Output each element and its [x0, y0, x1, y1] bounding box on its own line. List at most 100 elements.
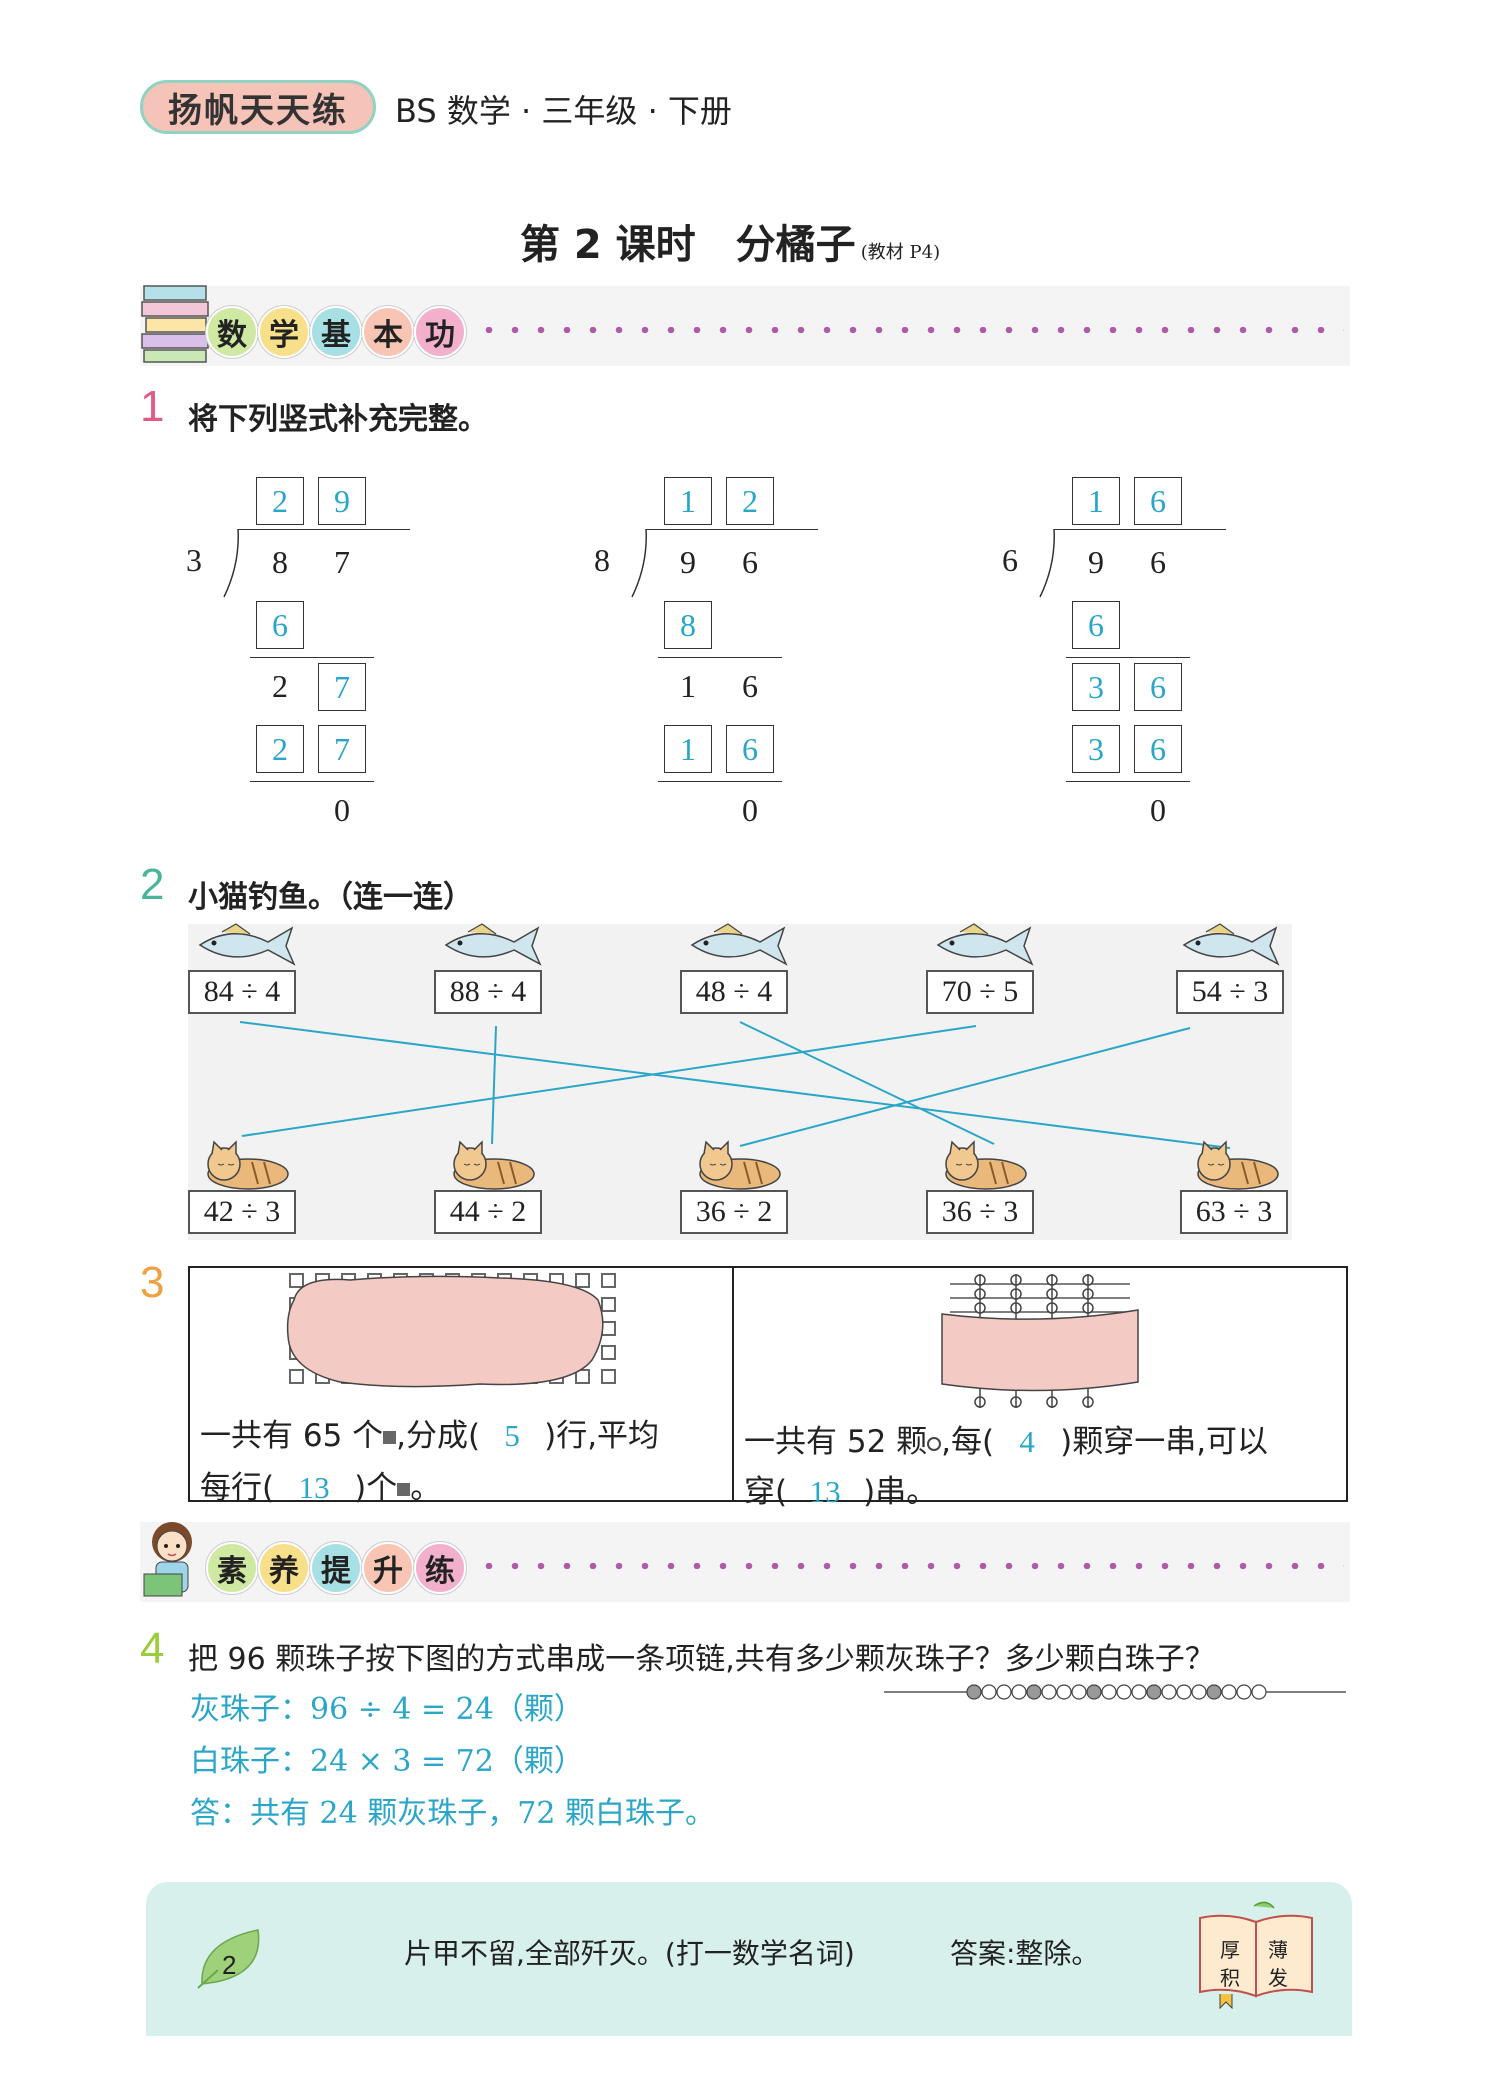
- books-icon: [141, 285, 209, 363]
- q3-table: [188, 1266, 1348, 1502]
- q3-answer-per-row[interactable]: 13: [298, 1470, 330, 1505]
- q4-number: 4: [140, 1624, 165, 1673]
- subtract-line: [250, 657, 374, 658]
- quotient-box[interactable]: 2: [726, 477, 774, 525]
- section-char-1: 数: [206, 306, 258, 358]
- q2-text: 小猫钓鱼。（连一连）: [188, 880, 473, 915]
- remainder-digit: 2: [272, 668, 288, 704]
- fish-icon: [690, 923, 788, 966]
- bead-icon: [927, 1436, 942, 1451]
- q3-answer-rows[interactable]: 5: [504, 1418, 520, 1453]
- subtract-line: [250, 781, 374, 782]
- section-char-2: 学: [258, 306, 310, 358]
- dividend-digit: 6: [1150, 544, 1166, 580]
- subtract-box[interactable]: 2: [256, 725, 304, 773]
- cat-expression[interactable]: 36 ÷ 3: [926, 1190, 1034, 1234]
- page-number: 2: [222, 1950, 237, 1980]
- final-remainder: 0: [334, 792, 350, 828]
- cat-icon: [699, 1140, 781, 1190]
- square-grid-picture: [286, 1273, 616, 1388]
- remainder-box[interactable]: 6: [1134, 663, 1182, 711]
- q3-right-line2: 穿(13)串。: [744, 1466, 937, 1511]
- subtract-line: [1066, 657, 1190, 658]
- q4-answer-line3[interactable]: 答：共有 24 颗灰珠子，72 颗白珠子。: [190, 1796, 715, 1831]
- q3-right-text: ,每(: [941, 1424, 995, 1460]
- quotient-box[interactable]: 1: [664, 477, 712, 525]
- fish-expression[interactable]: 88 ÷ 4: [434, 970, 542, 1014]
- section-dots: [476, 327, 1344, 333]
- remainder-box[interactable]: 7: [318, 663, 366, 711]
- q3-answer-per-string[interactable]: 4: [1019, 1424, 1035, 1459]
- girl-reading-icon: [143, 1522, 192, 1597]
- quotient-box[interactable]: 6: [1134, 477, 1182, 525]
- subtract-line: [1066, 781, 1190, 782]
- subtract-box[interactable]: 7: [318, 725, 366, 773]
- fish-expression[interactable]: 70 ÷ 5: [926, 970, 1034, 1014]
- fish-icon: [444, 923, 542, 966]
- fish-expression[interactable]: 84 ÷ 4: [188, 970, 296, 1014]
- division-bracket: [223, 529, 239, 598]
- cat-icon: [945, 1140, 1027, 1190]
- fish-icon: [198, 923, 296, 966]
- cat-expression[interactable]: 44 ÷ 2: [434, 1190, 542, 1234]
- q3-right-line1: 一共有 52 颗,每(4)颗穿一串,可以: [744, 1416, 1268, 1461]
- section-char-5: 功: [414, 306, 466, 358]
- q4-answer-line1[interactable]: 灰珠子：96 ÷ 4 = 24（颗）: [190, 1692, 584, 1727]
- subtract-box[interactable]: 6: [1134, 725, 1182, 773]
- beads-picture: [941, 1274, 1139, 1408]
- division-bar: [646, 529, 818, 530]
- subtract-line: [658, 657, 782, 658]
- final-remainder: 0: [742, 792, 758, 828]
- remainder-box[interactable]: 3: [1072, 663, 1120, 711]
- quotient-box[interactable]: 2: [256, 477, 304, 525]
- section-char-3: 提: [310, 1542, 362, 1594]
- q3-left-line1: 一共有 65 个,分成(5)行,平均: [200, 1410, 659, 1455]
- subtract-line: [658, 781, 782, 782]
- section-char-4: 升: [362, 1542, 414, 1594]
- subtract-box[interactable]: 6: [726, 725, 774, 773]
- q3-right-text: 穿(: [744, 1474, 788, 1510]
- q3-answer-strings[interactable]: 13: [809, 1474, 841, 1509]
- cat-icon: [1197, 1140, 1279, 1190]
- lesson-ref: (教材 P4): [860, 242, 941, 263]
- subtract-box[interactable]: 6: [256, 601, 304, 649]
- division-bracket: [1039, 529, 1055, 598]
- cat-expression[interactable]: 42 ÷ 3: [188, 1190, 296, 1234]
- header-badge: 扬帆天天练: [140, 80, 376, 134]
- quotient-box[interactable]: 1: [1072, 477, 1120, 525]
- fish-icon: [936, 923, 1034, 966]
- leaf-icon: [197, 1929, 260, 1989]
- small-square-icon: [383, 1431, 397, 1444]
- fish-expression[interactable]: 48 ÷ 4: [680, 970, 788, 1014]
- q3-left-text: )行,平均: [544, 1418, 660, 1454]
- subtract-box[interactable]: 8: [664, 601, 712, 649]
- q3-left-text: 。: [410, 1470, 442, 1506]
- book-char-4: 发: [1268, 1966, 1288, 1990]
- q4-text: 把 96 颗珠子按下图的方式串成一条项链,共有多少颗灰珠子？多少颗白珠子？: [188, 1642, 1215, 1677]
- matching-lines: [239, 1021, 1231, 1149]
- lesson-title: 第 2 课时 分橘子 (教材 P4): [520, 212, 940, 270]
- division-bar: [238, 529, 410, 530]
- section-char-1: 素: [206, 1542, 258, 1594]
- subtract-box[interactable]: 1: [664, 725, 712, 773]
- quotient-box[interactable]: 9: [318, 477, 366, 525]
- subtract-box[interactable]: 3: [1072, 725, 1120, 773]
- footer-band: [146, 1882, 1352, 2036]
- cat-expression[interactable]: 63 ÷ 3: [1180, 1190, 1288, 1234]
- subtract-box[interactable]: 6: [1072, 601, 1120, 649]
- dividend-digit: 9: [1088, 544, 1104, 580]
- q1-text: 将下列竖式补充完整。: [188, 402, 488, 437]
- section-char-5: 练: [414, 1542, 466, 1594]
- division-bracket: [631, 529, 647, 598]
- division-bar: [1054, 529, 1226, 530]
- q4-answer-line2[interactable]: 白珠子：24 × 3 = 72（颗）: [190, 1744, 584, 1779]
- fish-expression[interactable]: 54 ÷ 3: [1176, 970, 1284, 1014]
- dividend-digit: 9: [680, 544, 696, 580]
- remainder-digit: 6: [742, 668, 758, 704]
- divisor: 3: [186, 542, 202, 578]
- section-dots: [476, 1563, 1344, 1569]
- cat-expression[interactable]: 36 ÷ 2: [680, 1190, 788, 1234]
- section-char-4: 本: [362, 306, 414, 358]
- cat-icon: [207, 1140, 289, 1190]
- lesson-title-text: 第 2 课时 分橘子: [520, 222, 856, 268]
